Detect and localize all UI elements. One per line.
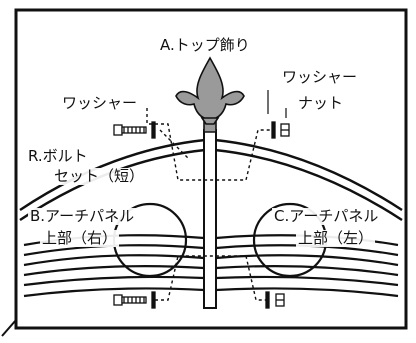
bolt-left-upper — [113, 121, 156, 139]
bolt-left-lower — [113, 291, 156, 309]
panel-c — [215, 202, 399, 298]
label-bolt-set-line2: セット（短） — [52, 167, 147, 186]
label-washer-right: ワッシャー — [280, 68, 360, 87]
top-ornament — [175, 56, 245, 133]
nut-right-lower — [265, 291, 285, 309]
center-post — [203, 129, 217, 309]
corner-mark — [1, 319, 17, 337]
label-panel-b-line1: B.アーチパネル — [28, 207, 137, 226]
label-washer-left: ワッシャー — [60, 94, 140, 113]
frame — [14, 8, 408, 330]
leader-lines — [146, 108, 272, 301]
label-top-ornament: A.トップ飾り — [158, 36, 252, 55]
label-panel-b-line2: 上部（右） — [40, 229, 120, 248]
nut-right-upper — [271, 121, 290, 139]
label-nut: ナット — [296, 94, 346, 113]
label-panel-c-line2: 上部（左） — [296, 229, 376, 248]
label-bolt-set-line1: R.ボルト — [26, 147, 90, 166]
label-panel-c-line1: C.アーチパネル — [272, 207, 381, 226]
